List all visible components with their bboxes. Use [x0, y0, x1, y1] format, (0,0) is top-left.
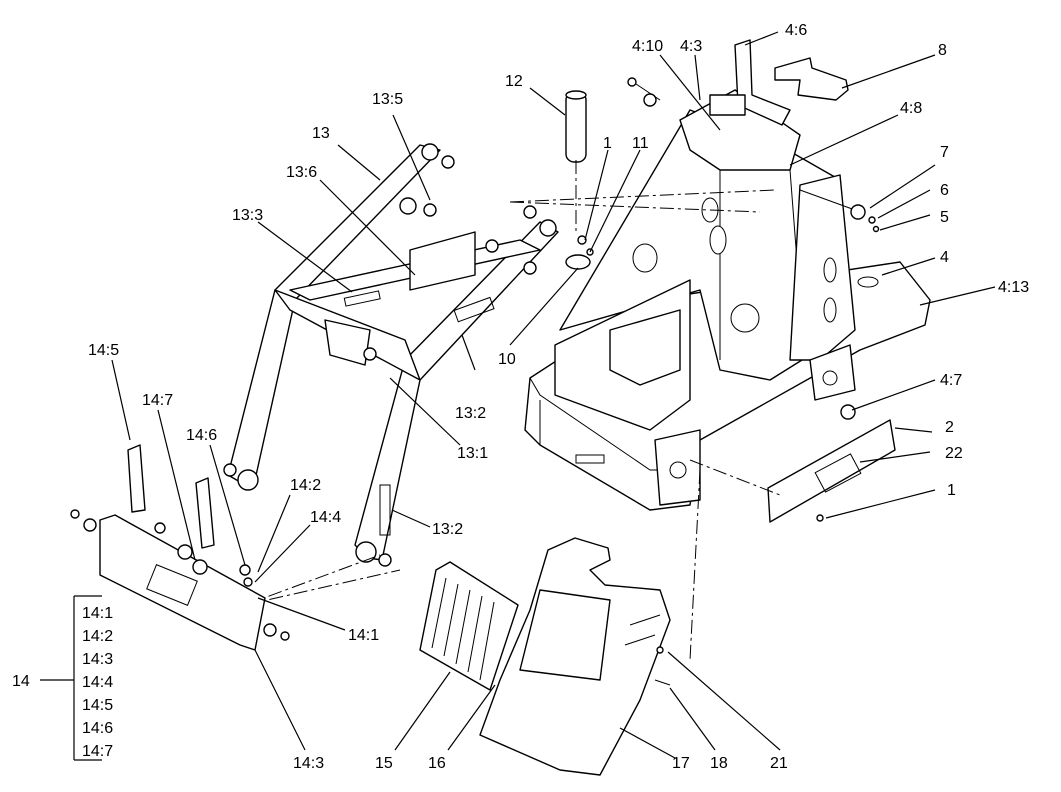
group-14-item: 14:5: [82, 697, 113, 714]
callout-15: 15: [375, 755, 393, 772]
callout-4-8: 4:8: [900, 100, 922, 117]
group-14-item: 14:3: [82, 651, 113, 668]
group-14-item: 14:2: [82, 628, 113, 645]
group-14-item: 14:4: [82, 674, 113, 691]
callout-14-5: 14:5: [88, 342, 119, 359]
shield-17: [479, 469, 701, 776]
callout-21: 21: [770, 755, 788, 772]
cover-plate-8: [774, 57, 849, 101]
callout-13: 13: [312, 125, 330, 142]
callout-14-2: 14:2: [290, 477, 321, 494]
callout-17: 17: [672, 755, 690, 772]
group-14-item: 14:6: [82, 720, 113, 737]
callout-13-2-bottom: 13:2: [432, 521, 463, 538]
callout-18: 18: [710, 755, 728, 772]
callout-7: 7: [940, 144, 949, 161]
grip-12: [565, 90, 587, 235]
callout-4-13: 4:13: [998, 279, 1029, 296]
callout-4: 4: [940, 249, 949, 266]
leader-lines: [40, 31, 996, 761]
loader-arm-13: [223, 143, 776, 606]
callout-10: 10: [498, 351, 516, 368]
callout-13-5: 13:5: [372, 91, 403, 108]
callout-13-6: 13:6: [286, 164, 317, 181]
quick-attach-14: [70, 444, 290, 651]
group-14-item: 14:7: [82, 743, 113, 760]
callout-13-3: 13:3: [232, 207, 263, 224]
callout-6: 6: [940, 182, 949, 199]
callout-4-7: 4:7: [940, 372, 962, 389]
callout-1-top: 1: [603, 135, 612, 152]
callout-12: 12: [505, 73, 523, 90]
bellows-15: [419, 561, 519, 691]
callout-14-6: 14:6: [186, 427, 217, 444]
callout-13-1: 13:1: [457, 445, 488, 462]
callout-2: 2: [945, 419, 954, 436]
callout-22: 22: [945, 445, 963, 462]
clamp-10: [565, 235, 594, 270]
callout-1-right: 1: [947, 482, 956, 499]
callout-5: 5: [940, 209, 949, 226]
group-14-label: 14: [12, 673, 30, 690]
callout-16: 16: [428, 755, 446, 772]
rear-plate-2: [689, 419, 896, 523]
callout-14-3: 14:3: [293, 755, 324, 772]
callout-14-1: 14:1: [348, 627, 379, 644]
callout-4-6: 4:6: [785, 22, 807, 39]
callout-4-10: 4:10: [632, 38, 663, 55]
callout-13-2-top: 13:2: [455, 405, 486, 422]
callout-8: 8: [938, 42, 947, 59]
callout-14-4: 14:4: [310, 509, 341, 526]
callout-14-7: 14:7: [142, 392, 173, 409]
callout-labels: 4:6 4:10 4:3 8 12 13:5 4:8 13 1 11 7 13:…: [88, 22, 1029, 772]
group-14-item: 14:1: [82, 605, 113, 622]
callout-11: 11: [632, 135, 649, 152]
group-14-list: 14 14:1 14:2 14:3 14:4 14:5 14:6 14:7: [12, 605, 113, 760]
callout-4-3: 4:3: [680, 38, 702, 55]
